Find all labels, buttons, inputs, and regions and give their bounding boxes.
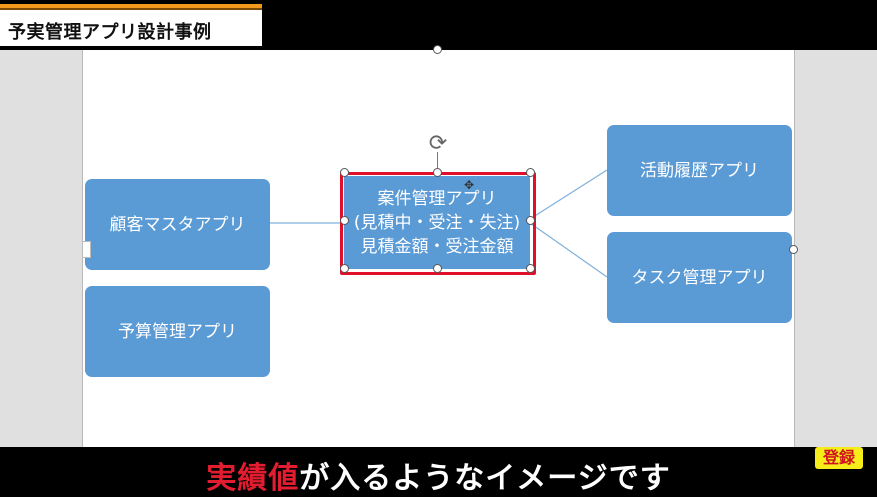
connector-project-task <box>529 222 608 278</box>
node-label-line1: 案件管理アプリ <box>377 188 497 209</box>
editor-right-gutter <box>795 50 877 447</box>
connector-project-activity <box>529 169 608 220</box>
slide-resize-handle-top[interactable] <box>433 45 442 54</box>
rotate-icon[interactable]: ⟳ <box>428 131 448 156</box>
resize-handle-top[interactable] <box>433 168 442 177</box>
node-label: 顧客マスタアプリ <box>109 214 246 235</box>
node-label: タスク管理アプリ <box>631 267 768 288</box>
subtitle: 実績値が入るようなイメージです <box>0 453 877 497</box>
slide-resize-handle-right[interactable] <box>789 245 798 254</box>
resize-handle-bottom[interactable] <box>433 264 442 273</box>
title-accent <box>0 4 262 8</box>
editor-left-gutter <box>0 50 82 447</box>
node-label-line3: 見積金額・受注金額 <box>360 236 514 257</box>
node-label: 活動履歴アプリ <box>640 160 759 181</box>
node-label-line2: (見積中・受注・失注) <box>353 212 521 233</box>
node-customer-master[interactable]: 顧客マスタアプリ <box>85 179 270 270</box>
slide-left-marker <box>82 241 91 258</box>
video-title: 予実管理アプリ設計事例 <box>8 22 212 43</box>
resize-handle-left[interactable] <box>340 216 349 225</box>
selection-outline <box>340 172 536 275</box>
subtitle-text: が入るようなイメージです <box>299 461 671 496</box>
resize-handle-bottom-left[interactable] <box>340 264 349 273</box>
resize-handle-top-right[interactable] <box>526 168 535 177</box>
subtitle-highlight: 実績値 <box>206 461 300 496</box>
node-label: 予算管理アプリ <box>118 321 237 342</box>
resize-handle-right[interactable] <box>526 216 535 225</box>
node-activity-history[interactable]: 活動履歴アプリ <box>607 125 792 216</box>
node-project[interactable]: 案件管理アプリ (見積中・受注・失注) 見積金額・受注金額 <box>344 176 530 269</box>
title-accent-shadow <box>0 8 262 10</box>
node-task[interactable]: タスク管理アプリ <box>607 232 792 323</box>
move-cursor-icon: ✥ <box>463 178 475 192</box>
subscribe-badge[interactable]: 登録 <box>815 447 863 469</box>
rotation-stem <box>437 152 438 173</box>
subtitle-bar: 実績値が入るようなイメージです <box>0 447 877 497</box>
resize-handle-bottom-right[interactable] <box>526 264 535 273</box>
resize-handle-top-left[interactable] <box>340 168 349 177</box>
node-budget[interactable]: 予算管理アプリ <box>85 286 270 377</box>
title-tab: 予実管理アプリ設計事例 <box>0 4 262 46</box>
